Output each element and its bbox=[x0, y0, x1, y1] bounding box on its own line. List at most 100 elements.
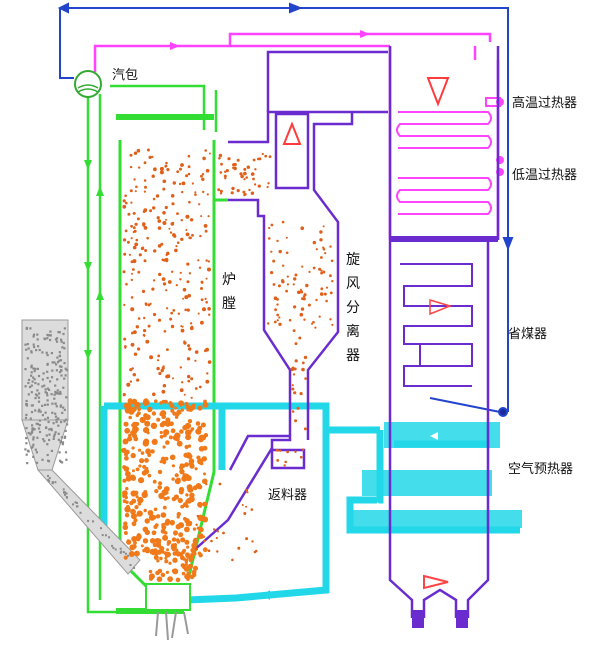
coal-particle bbox=[25, 413, 28, 416]
particle bbox=[187, 419, 193, 424]
particle bbox=[135, 467, 140, 472]
particle bbox=[330, 259, 334, 263]
particle bbox=[132, 433, 138, 439]
coal-particle bbox=[60, 374, 63, 377]
coal-particle bbox=[48, 334, 51, 337]
particle bbox=[137, 407, 141, 412]
particle bbox=[148, 569, 153, 574]
coal-particle bbox=[55, 420, 58, 424]
particle bbox=[303, 427, 307, 431]
particle bbox=[130, 260, 134, 264]
particle bbox=[134, 401, 141, 408]
coal-particle bbox=[75, 502, 78, 504]
coal-particle bbox=[65, 458, 68, 461]
particle bbox=[268, 226, 271, 230]
particle bbox=[184, 308, 187, 312]
particle bbox=[319, 230, 323, 234]
particle bbox=[203, 433, 209, 438]
coal-particle bbox=[72, 503, 74, 506]
particle bbox=[292, 329, 296, 332]
particle bbox=[190, 377, 194, 381]
particle bbox=[165, 570, 169, 575]
particle bbox=[190, 396, 193, 399]
coal-particle bbox=[63, 347, 66, 350]
coal-particle bbox=[100, 527, 102, 530]
particle bbox=[133, 352, 138, 356]
particle bbox=[216, 550, 219, 553]
particle bbox=[160, 368, 164, 373]
coal-particle bbox=[63, 491, 66, 494]
particle bbox=[169, 317, 173, 321]
particle bbox=[133, 229, 137, 233]
high-temp-superheater-coils bbox=[396, 97, 504, 215]
particle bbox=[153, 507, 158, 512]
coal-particle bbox=[34, 382, 37, 385]
particle bbox=[128, 253, 131, 256]
particle bbox=[250, 508, 254, 511]
particle bbox=[131, 469, 135, 473]
particle bbox=[252, 158, 256, 162]
particle bbox=[237, 546, 241, 550]
particle bbox=[268, 237, 271, 240]
particle bbox=[329, 291, 333, 295]
particle bbox=[124, 229, 128, 233]
particle bbox=[184, 401, 189, 407]
back-pass bbox=[388, 46, 500, 628]
particle bbox=[299, 290, 304, 294]
particle bbox=[149, 355, 154, 360]
particle bbox=[159, 430, 163, 435]
particle bbox=[143, 161, 147, 165]
coal-particle bbox=[35, 349, 38, 352]
particle bbox=[292, 373, 296, 376]
particle bbox=[202, 402, 209, 408]
particle bbox=[172, 309, 176, 312]
particle bbox=[122, 499, 127, 504]
particle bbox=[322, 270, 326, 274]
circulating-particles bbox=[121, 148, 334, 583]
coal-particle bbox=[46, 394, 49, 397]
particle bbox=[320, 287, 324, 291]
particle bbox=[299, 455, 303, 459]
particle bbox=[325, 299, 328, 303]
particle bbox=[270, 250, 273, 253]
particle bbox=[181, 571, 186, 576]
particle bbox=[179, 271, 182, 274]
particle bbox=[293, 367, 297, 371]
coal-particle bbox=[66, 423, 69, 426]
particle bbox=[299, 288, 302, 291]
coal-particle bbox=[41, 351, 44, 354]
particle bbox=[232, 163, 235, 167]
low-temp-superheater-label: 低温过热器 bbox=[512, 168, 578, 183]
particle bbox=[180, 237, 184, 241]
coal-particle bbox=[38, 408, 41, 411]
particle bbox=[303, 293, 307, 297]
particle bbox=[162, 534, 169, 541]
particle bbox=[205, 379, 210, 384]
particle bbox=[189, 404, 196, 411]
particle bbox=[185, 493, 189, 497]
particle bbox=[143, 468, 149, 474]
particle bbox=[297, 290, 301, 295]
particle bbox=[183, 341, 187, 345]
particle bbox=[200, 298, 204, 302]
particle bbox=[130, 490, 137, 497]
particle bbox=[157, 226, 162, 230]
particle bbox=[184, 526, 190, 533]
particle bbox=[161, 389, 166, 394]
particle bbox=[165, 289, 168, 292]
particle bbox=[140, 451, 145, 455]
particle bbox=[207, 267, 211, 272]
coal-particle bbox=[119, 551, 122, 554]
coal-particle bbox=[37, 410, 40, 413]
particle bbox=[156, 417, 161, 422]
particle bbox=[162, 211, 166, 215]
particle bbox=[200, 320, 204, 325]
particle bbox=[180, 504, 185, 509]
particle bbox=[223, 174, 227, 178]
particle bbox=[189, 322, 193, 325]
coal-particle bbox=[44, 388, 47, 391]
particle bbox=[281, 280, 285, 284]
particle bbox=[191, 182, 194, 185]
particle bbox=[139, 458, 145, 464]
particle bbox=[206, 193, 209, 196]
